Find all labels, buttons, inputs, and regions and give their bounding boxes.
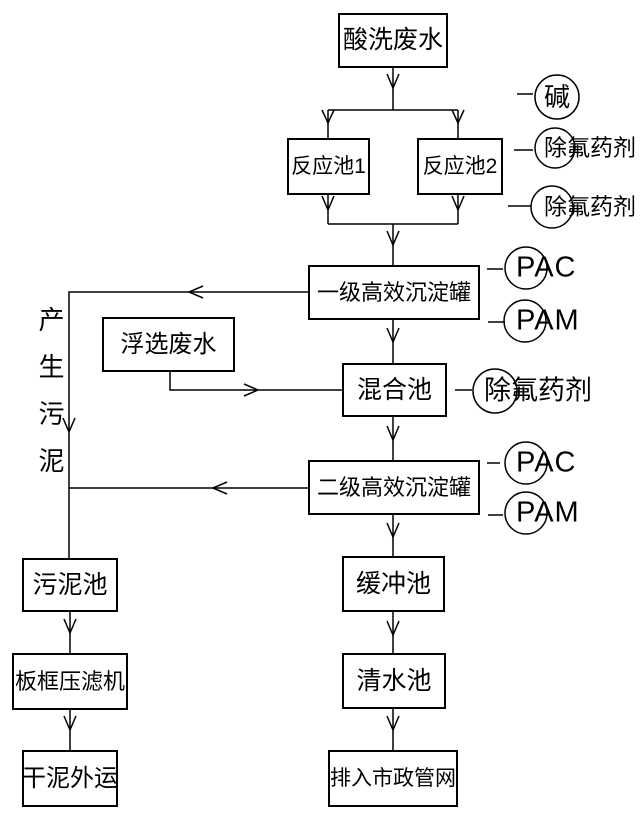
reagent-circle-fluoride-3 [472,368,518,414]
reagent-label-pac-1: PAC [516,251,577,284]
reagent-circle-alkali [534,74,580,120]
reagent-label-pam-1: PAM [516,304,580,337]
reagent-label-fluoride-2: 除氟药剂 [544,193,636,220]
node-stage2-sedimentation-tank: 二级高效沉淀罐 [308,460,480,515]
sludge-generation-note: 产生污泥 [35,306,65,494]
reagent-label-fluoride-1: 除氟药剂 [544,134,636,161]
reagent-label-fluoride-3: 除氟药剂 [484,375,592,406]
reagent-label-pac-2: PAC [516,446,577,479]
node-stage1-sedimentation-tank: 一级高效沉淀罐 [308,265,480,320]
arrowheads [62,73,465,732]
node-plate-frame-filter-press: 板框压滤机 [12,653,128,710]
reagent-connector-dashes [455,93,533,516]
node-reaction-tank-2: 反应池2 [417,138,503,195]
node-flotation-wastewater: 浮选废水 [102,317,235,372]
node-municipal-pipe-network: 排入市政管网 [328,750,458,807]
reagent-label-pam-2: PAM [516,496,580,529]
node-acid-wash-wastewater: 酸洗废水 [338,13,448,68]
node-mixing-tank: 混合池 [342,363,447,417]
reagent-circle-pac-2 [504,441,548,485]
node-reaction-tank-1: 反应池1 [287,138,370,195]
node-dry-sludge-transport: 干泥外运 [22,750,118,807]
reagent-circle-fluoride-1 [534,127,576,169]
node-buffer-tank: 缓冲池 [342,556,445,612]
node-sludge-tank: 污泥池 [22,558,118,612]
reagent-circle-pac-1 [504,246,548,290]
reagent-circle-pam-2 [504,491,548,535]
reagent-circle-pam-1 [503,299,547,343]
node-clear-water-tank: 清水池 [342,653,446,709]
reagent-label-alkali: 碱 [543,82,571,112]
reagent-circle-fluoride-2 [530,185,574,229]
